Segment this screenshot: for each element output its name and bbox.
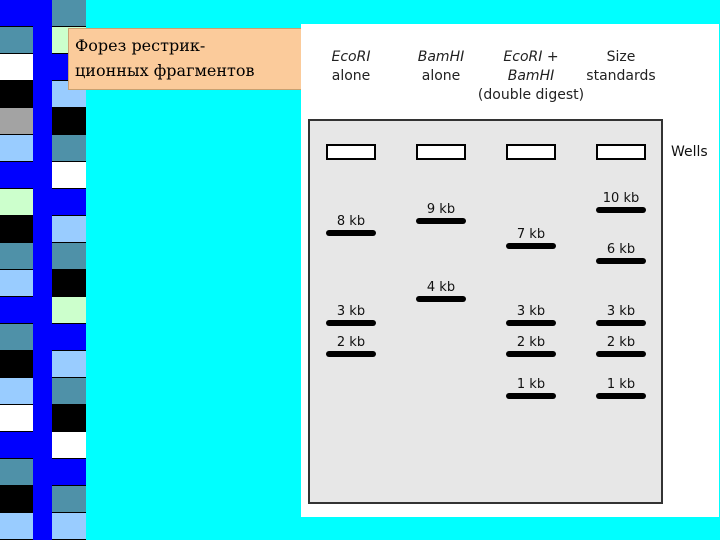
stripe-cell [52,324,86,351]
stripe-cell [52,108,86,135]
well-lane-1 [326,144,376,160]
gel-band [596,207,646,213]
gel-band [326,320,376,327]
gel-band [596,351,646,358]
gel-band [506,351,556,358]
lane-header-line: alone [421,68,461,84]
stripe-cell [0,432,33,459]
lane-header-double-digest: EcoRI + BamHI (double digest) [476,48,586,105]
well-lane-3 [506,144,556,160]
gel-figure: EcoRI alone BamHI alone EcoRI + BamHI (d… [301,24,719,517]
gel: 8 kb 3 kb 2 kb 9 kb 4 kb 7 kb 3 kb 2 kb 1 kb 10 k… [308,119,663,504]
band-label: 10 kb [602,191,640,206]
stripe-cell [0,351,33,378]
lane-header-line: EcoRI [331,49,371,65]
stripe-cell [0,378,33,405]
stripe-cell [52,189,86,216]
stripe-cell [0,189,33,216]
stripe-cell [0,27,33,54]
gel-band [416,217,466,224]
band-label: 7 kb [516,227,546,243]
stripe-cell [52,162,86,189]
gel-band [506,320,556,327]
lane-header-line: BamHI [417,49,465,65]
stripe-cell [52,378,86,405]
band-label: 2 kb [336,335,366,351]
stripe-cell [52,432,86,459]
stripe-cell [0,108,33,135]
stripe-cell [0,513,33,540]
gel-band [326,229,376,236]
band-label: 9 kb [426,201,456,217]
stripe-column-left [0,0,33,540]
lane-header-line: standards [586,68,656,84]
stripe-cell [52,351,86,378]
stripe-cell [0,243,33,270]
gel-band [596,320,646,327]
stripe-cell [0,135,33,162]
band-label: 1 kb [606,377,636,393]
stripe-cell [52,297,86,324]
band-label: 6 kb [606,242,636,258]
stripe-gap [33,0,52,540]
band-label: 3 kb [336,304,366,320]
lane-header-bamhi: BamHI alone [393,48,489,86]
lane-header-line: Size [606,49,636,65]
band-label: 4 kb [426,279,456,295]
stripe-cell [0,162,33,189]
band-label: 2 kb [606,335,636,351]
gel-band [506,393,556,400]
stripe-cell [52,135,86,162]
wells-label: Wells [671,144,708,160]
slide-title-line-2: ционных фрагментов [75,61,255,80]
stripe-cell [0,270,33,297]
gel-band [596,393,646,400]
gel-band [416,295,466,302]
well-lane-2 [416,144,466,160]
band-label: 1 kb [516,377,546,393]
gel-band [596,258,646,265]
stripe-cell [0,216,33,243]
stripe-cell [0,486,33,513]
stripe-cell [52,513,86,540]
lane-header-line: alone [331,68,371,84]
stripe-cell [52,486,86,513]
band-label: 3 kb [516,304,546,320]
band-label: 3 kb [606,304,636,320]
stripe-cell [0,324,33,351]
lane-header-size-standards: Size standards [573,48,669,86]
stripe-cell [52,270,86,297]
stripe-cell [0,81,33,108]
gel-band [326,351,376,358]
slide-title-line-1: Форез рестрик- [75,36,206,55]
lane-header-line: BamHI [507,68,555,84]
stripe-cell [52,405,86,432]
slide-title: Форез рестрик- ционных фрагментов [68,28,310,90]
band-label: 8 kb [336,213,366,229]
well-lane-4 [596,144,646,160]
stripe-cell [0,405,33,432]
stripe-cell [52,243,86,270]
lane-header-line: EcoRI + [503,49,559,65]
gel-band [506,243,556,250]
stripe-cell [52,0,86,27]
stripe-cell [0,297,33,324]
stripe-cell [0,459,33,486]
lane-header-ecori: EcoRI alone [303,48,399,86]
stripe-cell [0,54,33,81]
lane-header-line: (double digest) [477,87,585,103]
stripe-cell [52,459,86,486]
stripe-cell [52,216,86,243]
stripe-cell [0,0,33,27]
band-label: 2 kb [516,335,546,351]
